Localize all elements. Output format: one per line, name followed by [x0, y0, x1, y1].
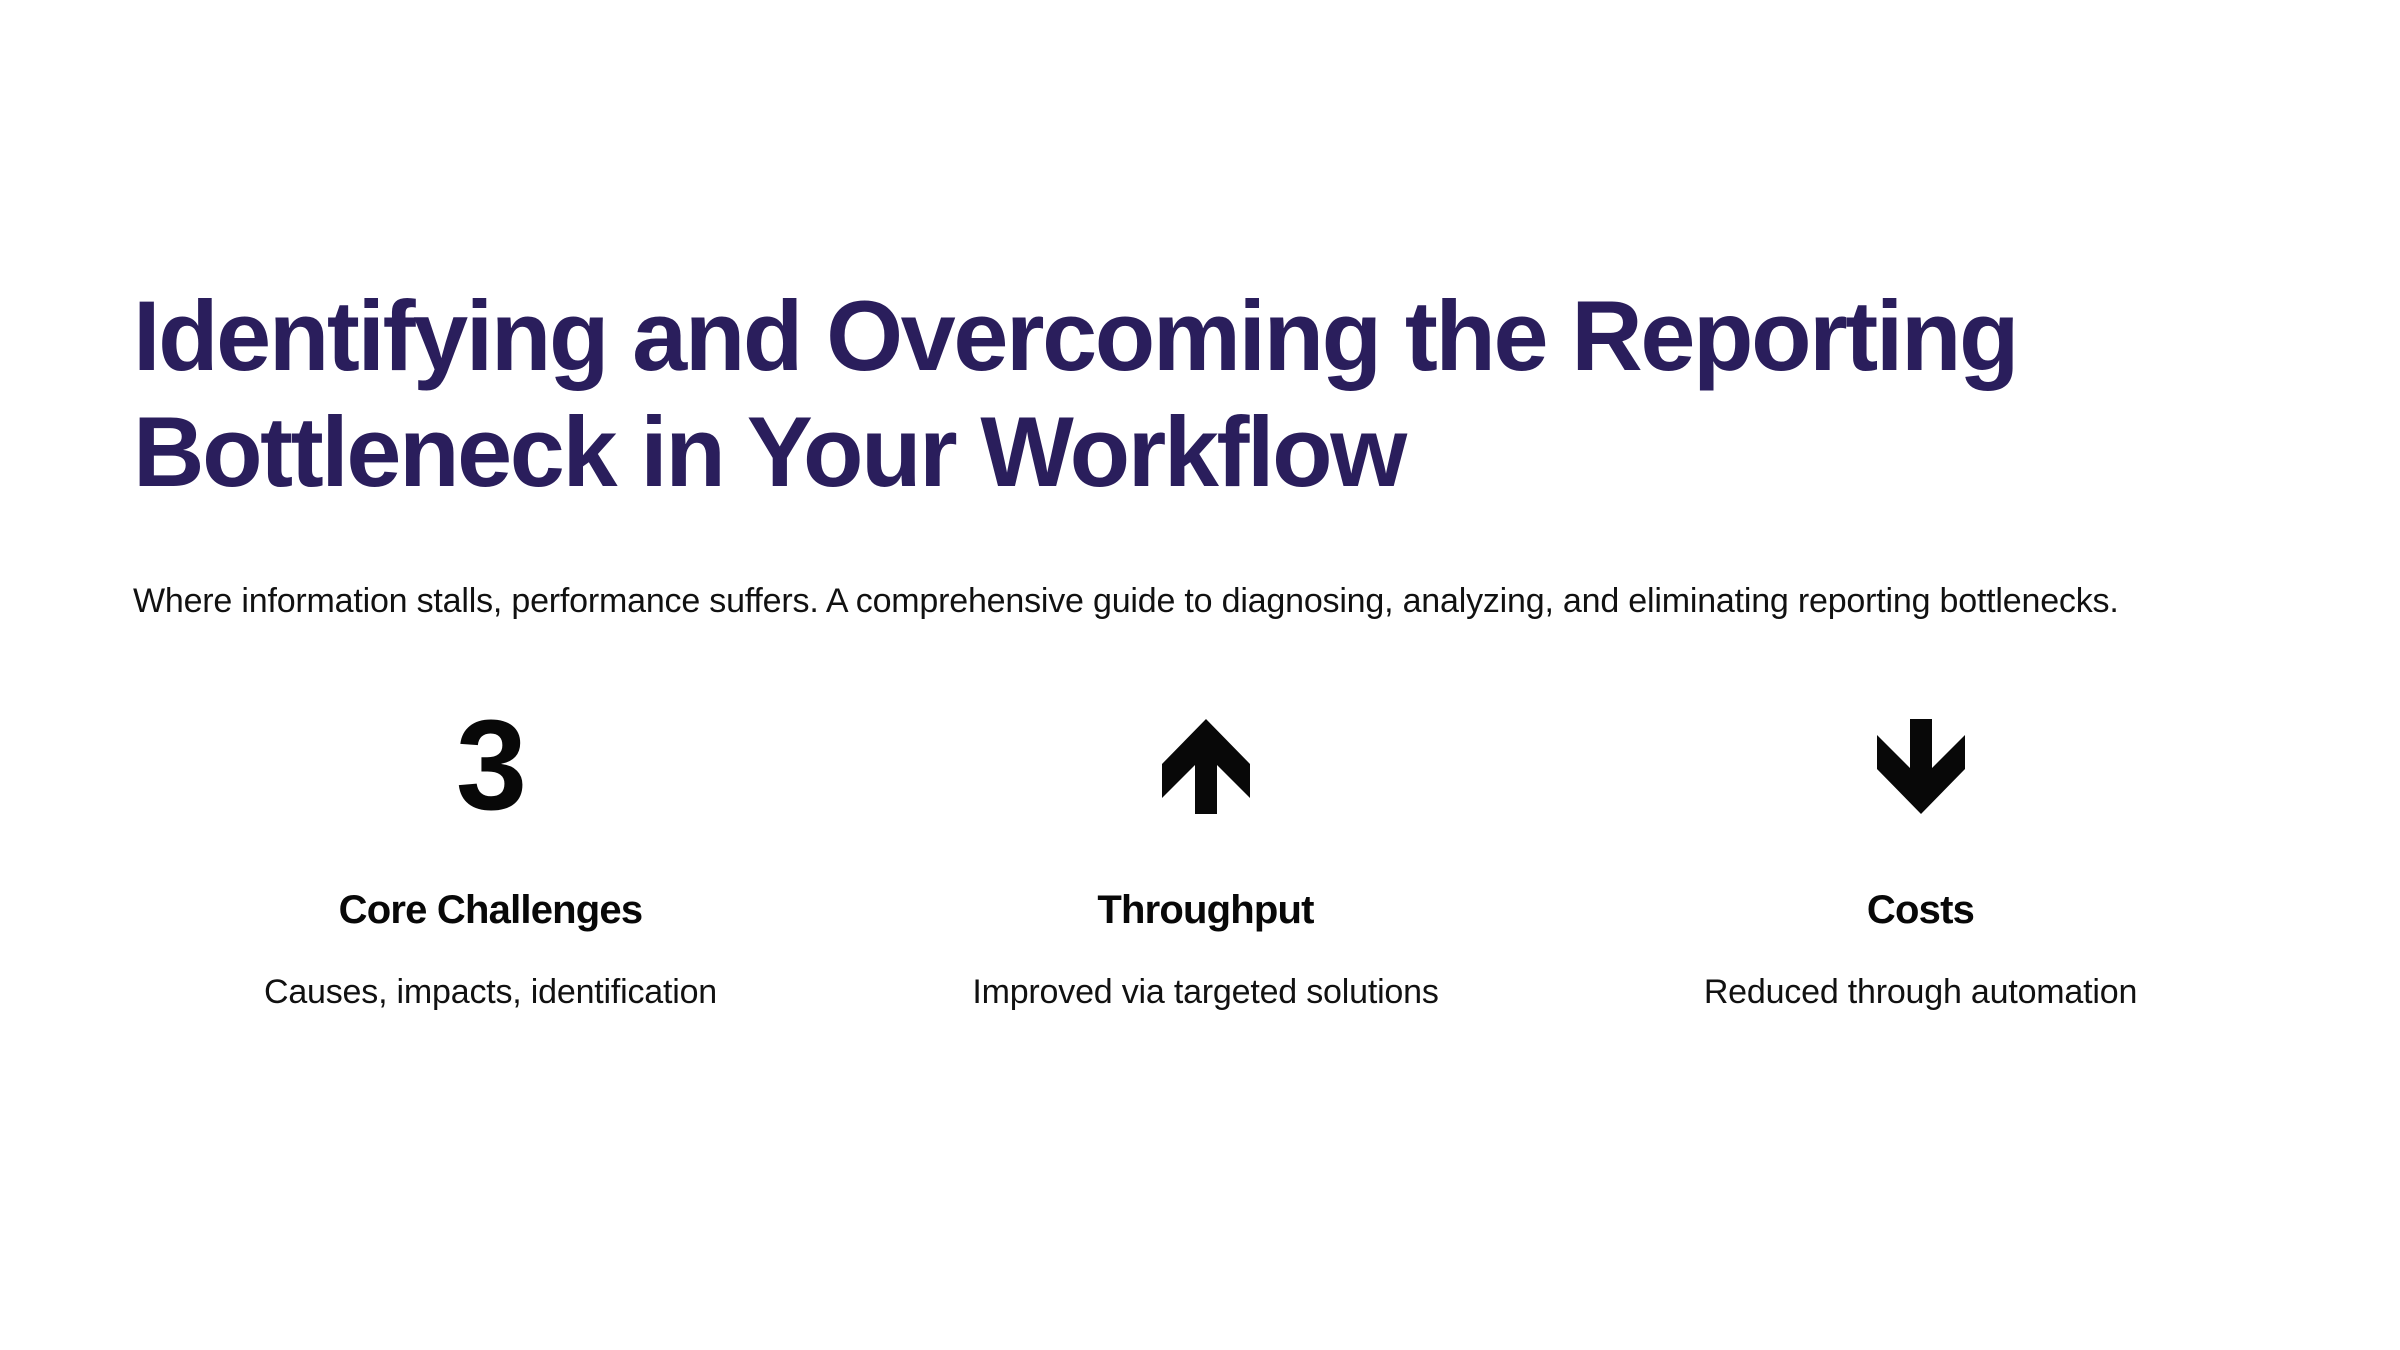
stat-item-costs: Costs Reduced through automation	[1563, 694, 2278, 1012]
page-title-line-2: Bottleneck in Your Workflow	[133, 396, 1407, 507]
stat-label-costs: Costs	[1866, 888, 1975, 932]
stat-item-core-challenges: 3 Core Challenges Causes, impacts, ident…	[133, 694, 848, 1012]
stat-description-core-challenges: Causes, impacts, identification	[263, 973, 718, 1011]
page-subtitle: Where information stalls, performance su…	[133, 582, 2119, 620]
stat-visual-costs	[1876, 694, 1965, 814]
stat-visual-throughput	[1161, 694, 1250, 814]
stat-visual-core-challenges: 3	[455, 694, 527, 837]
page-title: Identifying and Overcoming the Reporting…	[133, 278, 2033, 510]
arrow-down-icon	[1876, 719, 1965, 814]
stat-label-throughput: Throughput	[1097, 888, 1314, 932]
stat-description-throughput: Improved via targeted solutions	[972, 973, 1439, 1011]
stat-item-throughput: Throughput Improved via targeted solutio…	[848, 694, 1563, 1012]
stat-description-costs: Reduced through automation	[1703, 973, 2138, 1011]
stat-number: 3	[455, 694, 527, 837]
content-block: Identifying and Overcoming the Reporting…	[133, 278, 2278, 1012]
stat-label-core-challenges: Core Challenges	[338, 888, 643, 932]
stats-row: 3 Core Challenges Causes, impacts, ident…	[133, 630, 2278, 1012]
page-title-line-1: Identifying and Overcoming the Reporting	[133, 280, 2020, 391]
arrow-up-icon	[1161, 719, 1250, 814]
